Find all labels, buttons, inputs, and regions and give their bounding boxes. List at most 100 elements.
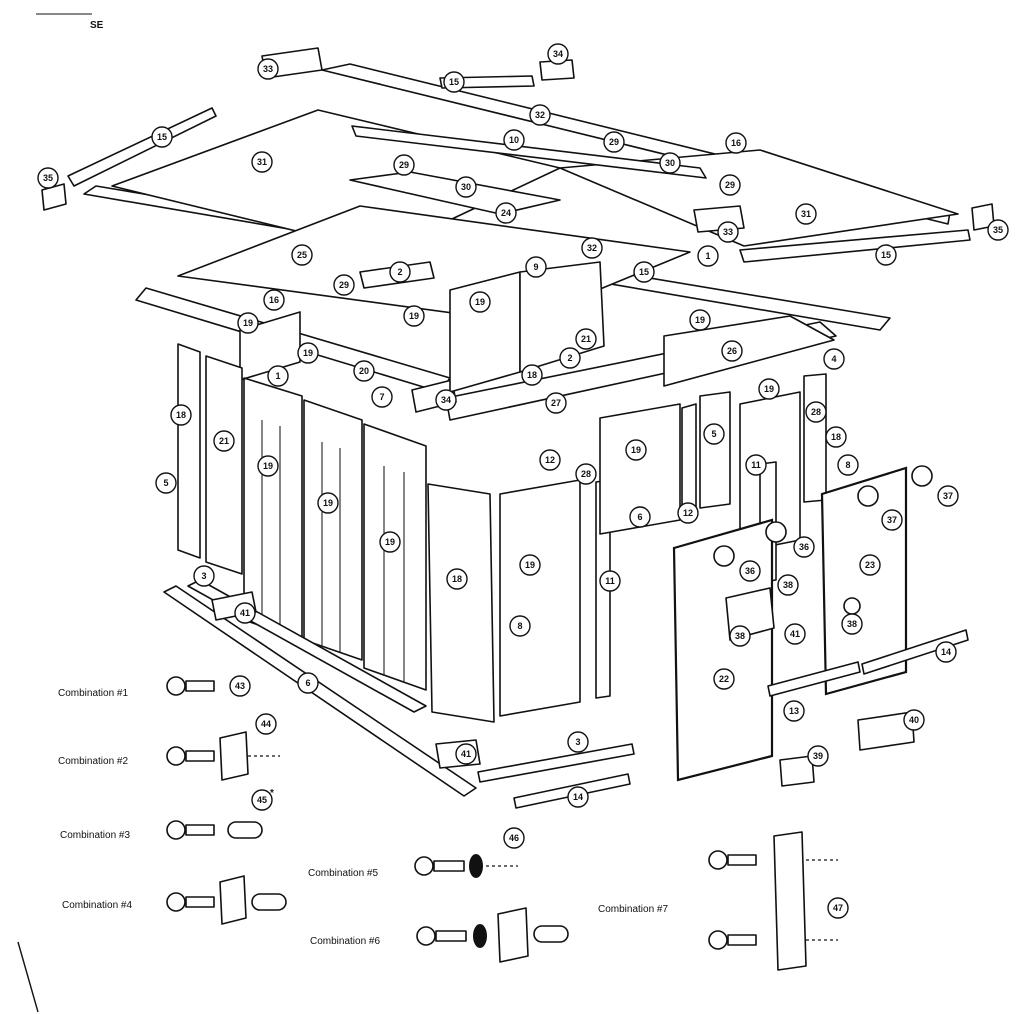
callout-circle	[581, 237, 603, 259]
callout-circle	[267, 365, 289, 387]
screw-strip-icon	[708, 831, 838, 971]
combination-label-3: Combination #3	[60, 830, 130, 841]
callout-number: 13	[789, 706, 799, 716]
callout-circle	[37, 167, 59, 189]
callout-number: 10	[509, 135, 519, 145]
callout-circle	[745, 454, 767, 476]
callout-circle	[257, 58, 279, 80]
callout-45: 45	[251, 789, 273, 811]
callout-circle	[697, 245, 719, 267]
callout-38: 38	[777, 574, 799, 596]
callout-28: 28	[805, 401, 827, 423]
callout-27: 27	[545, 392, 567, 414]
door-rail-14-right	[861, 629, 969, 675]
callout-35: 35	[37, 167, 59, 189]
callout-circle	[545, 392, 567, 414]
callout-circle	[575, 328, 597, 350]
bracket-40	[857, 711, 915, 751]
callout-41: 41	[784, 623, 806, 645]
callout-circle	[333, 274, 355, 296]
callout-circle	[875, 244, 897, 266]
callout-circle	[659, 152, 681, 174]
callout-10: 10	[503, 129, 525, 151]
door-assembly	[435, 465, 969, 809]
gable-panel-19-center	[449, 271, 521, 393]
callout-number: 6	[637, 512, 642, 522]
callout-46: 46	[503, 827, 525, 849]
callout-30: 30	[455, 176, 477, 198]
callout-30: 30	[659, 152, 681, 174]
callout-3: 3	[193, 565, 215, 587]
callout-7: 7	[371, 386, 393, 408]
callout-number: 28	[581, 469, 591, 479]
callout-circle	[539, 449, 561, 471]
callout-circle	[251, 151, 273, 173]
callout-number: 28	[811, 407, 821, 417]
wall-corner-post-18-left	[177, 343, 201, 559]
callout-number: 32	[535, 110, 545, 120]
callout-circle	[559, 347, 581, 369]
callout-3: 3	[567, 731, 589, 753]
callout-number: 36	[799, 542, 809, 552]
callout-number: 18	[831, 432, 841, 442]
callout-number: 19	[525, 560, 535, 570]
callout-number: 19	[764, 384, 774, 394]
footnote-mark: *	[270, 788, 274, 799]
callout-number: 5	[711, 429, 716, 439]
callout-circle	[263, 289, 285, 311]
callout-33: 33	[717, 221, 739, 243]
callout-number: 19	[475, 297, 485, 307]
callout-circle	[841, 613, 863, 635]
callout-number: 29	[725, 180, 735, 190]
callout-number: 8	[517, 621, 522, 631]
door-handle-38	[843, 597, 861, 615]
callout-38: 38	[729, 625, 751, 647]
callout-16: 16	[263, 289, 285, 311]
callout-38: 38	[841, 613, 863, 635]
callout-circle	[575, 463, 597, 485]
callout-36: 36	[793, 536, 815, 558]
callout-number: 16	[731, 138, 741, 148]
callout-2: 2	[389, 261, 411, 283]
callout-circle	[805, 401, 827, 423]
screw-clip-icon	[166, 731, 280, 781]
callout-number: 38	[783, 580, 793, 590]
callout-19: 19	[469, 291, 491, 313]
callout-circle	[881, 509, 903, 531]
callout-6: 6	[297, 672, 319, 694]
callout-circle	[443, 71, 465, 93]
callout-15: 15	[443, 71, 465, 93]
callout-31: 31	[795, 203, 817, 225]
callout-circle	[703, 423, 725, 445]
sliding-door-22	[672, 518, 774, 782]
callout-number: 3	[201, 571, 206, 581]
callout-number: 6	[305, 678, 310, 688]
callout-19: 19	[758, 378, 780, 400]
callout-circle	[455, 743, 477, 765]
callout-circle	[495, 202, 517, 224]
callout-34: 34	[435, 389, 457, 411]
callout-number: 19	[323, 498, 333, 508]
wall-panel-19-c	[363, 423, 427, 691]
callout-2: 2	[559, 347, 581, 369]
screw-clip-nut-icon	[166, 875, 287, 925]
back-wall-panel-5	[699, 391, 731, 509]
callout-number: 41	[240, 608, 250, 618]
callout-number: 41	[790, 629, 800, 639]
callout-29: 29	[333, 274, 355, 296]
callout-circle	[393, 154, 415, 176]
callout-number: 23	[865, 560, 875, 570]
callout-circle	[625, 439, 647, 461]
callout-number: 19	[695, 315, 705, 325]
callout-circle	[633, 261, 655, 283]
callout-circle	[234, 602, 256, 624]
callout-circle	[297, 342, 319, 364]
fastener-legend: Combination #1 Combination #2 Combinatio…	[58, 676, 838, 971]
callout-circle	[784, 623, 806, 645]
callout-number: 8	[845, 460, 850, 470]
callout-19: 19	[237, 312, 259, 334]
roof-rail-15-right	[739, 229, 971, 263]
callout-number: 21	[581, 334, 591, 344]
